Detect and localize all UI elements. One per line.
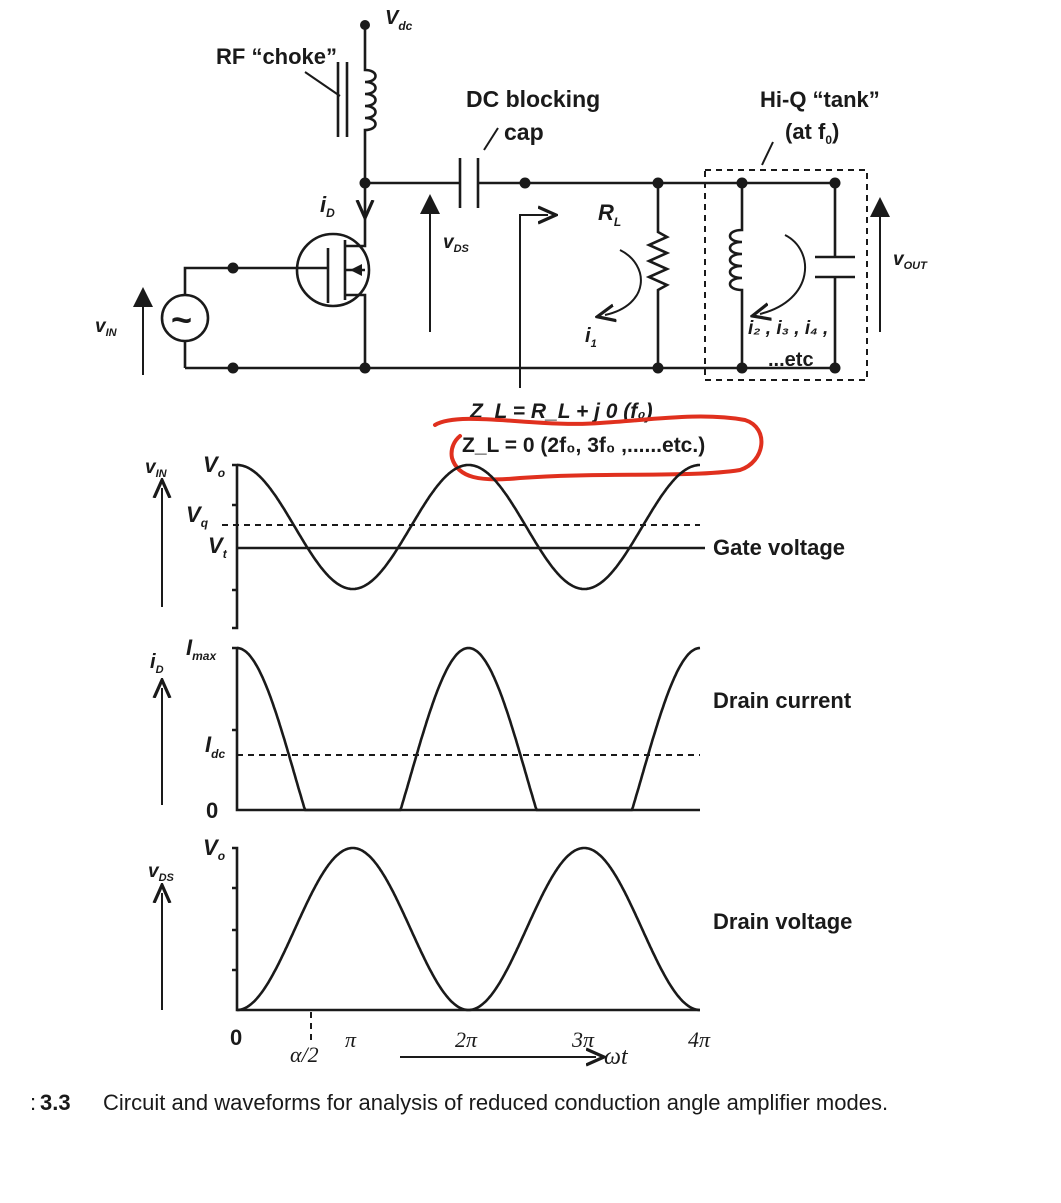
gate-voltage-curve [237, 463, 700, 591]
drain-current-axis-label: iD [150, 651, 164, 676]
tank-freq-label: (at f0) [785, 119, 839, 147]
gate-y-axis [232, 463, 239, 630]
vds-label: vDS [443, 232, 470, 255]
drain-voltage-axis-label: vDS [148, 861, 175, 884]
x-tick-pi: π [345, 1027, 357, 1052]
svg-text:~: ~ [171, 299, 192, 340]
load-resistor-icon [645, 183, 671, 368]
zl-equation-harmonics: Z_L = 0 (2f₀, 3f₀ ,......etc.) [462, 434, 705, 457]
x-tick-4pi: 4π [688, 1027, 711, 1052]
i1-label: i1 [585, 325, 597, 350]
rf-choke-label: RF “choke” [216, 44, 337, 69]
vout-label: vOUT [893, 249, 928, 272]
figure-caption: : 3.3 Circuit and waveforms for analysis… [30, 1090, 888, 1115]
harmonic-current-arrow [760, 234, 807, 314]
svg-text::: : [30, 1090, 36, 1115]
vin-label: vIN [95, 316, 118, 339]
tank-inductor-icon [728, 183, 744, 368]
circuit: Vdc RF “choke” DC blocking cap iD [95, 7, 928, 482]
gate-vq-label: Vq [186, 502, 209, 530]
tank-boundary [704, 169, 868, 381]
drain-current-y-axis [232, 646, 700, 812]
tank-label: Hi-Q “tank” [760, 87, 880, 112]
x-tick-0: 0 [230, 1025, 242, 1050]
gate-vo-label: Vo [203, 452, 225, 480]
harmonics-label: i₂ , i₃ , i₄ , [748, 318, 828, 339]
caption-text: Circuit and waveforms for analysis of re… [103, 1090, 888, 1115]
drain-current-curve [236, 646, 701, 812]
idc-label: Idc [205, 732, 225, 761]
vdc-label: Vdc [385, 7, 413, 33]
zero-label: 0 [206, 798, 218, 823]
drain-voltage-curve [237, 846, 700, 1012]
red-annotation-loop [433, 414, 764, 482]
gate-vt-label: Vt [208, 533, 228, 561]
tank-capacitor-icon [815, 183, 855, 368]
caption-number: 3.3 [40, 1090, 71, 1115]
drain-vo-label: Vo [203, 835, 225, 863]
x-tick-3pi: 3π [571, 1027, 595, 1052]
fet-transistor-icon [233, 183, 371, 368]
drain-voltage-label: Drain voltage [713, 909, 852, 934]
etc-label: ...etc [768, 349, 814, 371]
id-label: iD [320, 192, 335, 220]
alpha-half-label: α/2 [290, 1042, 319, 1067]
zl-pointer-arrow [519, 215, 548, 388]
rl-label: RL [598, 200, 621, 229]
drain-voltage-y-axis [232, 846, 700, 1012]
ac-source-icon: ~ [160, 266, 233, 368]
gate-axis-label: vIN [145, 457, 168, 480]
i1-current-arrow [605, 249, 642, 315]
waveforms: vIN Vo Vq Vt Gate voltage iD Imax Idc 0 … [145, 452, 852, 1070]
imax-label: Imax [186, 635, 217, 663]
drain-current-label: Drain current [713, 688, 852, 713]
x-tick-2pi: 2π [455, 1027, 478, 1052]
zl-equation-fundamental: Z_L = R_L + j 0 (f₀) [469, 400, 653, 423]
dc-blocking-cap-label: cap [504, 119, 544, 145]
omega-t-label: ωt [604, 1044, 629, 1070]
dc-blocking-label: DC blocking [466, 86, 600, 112]
rf-choke-inductor-icon [336, 25, 377, 183]
gate-voltage-label: Gate voltage [713, 535, 845, 560]
